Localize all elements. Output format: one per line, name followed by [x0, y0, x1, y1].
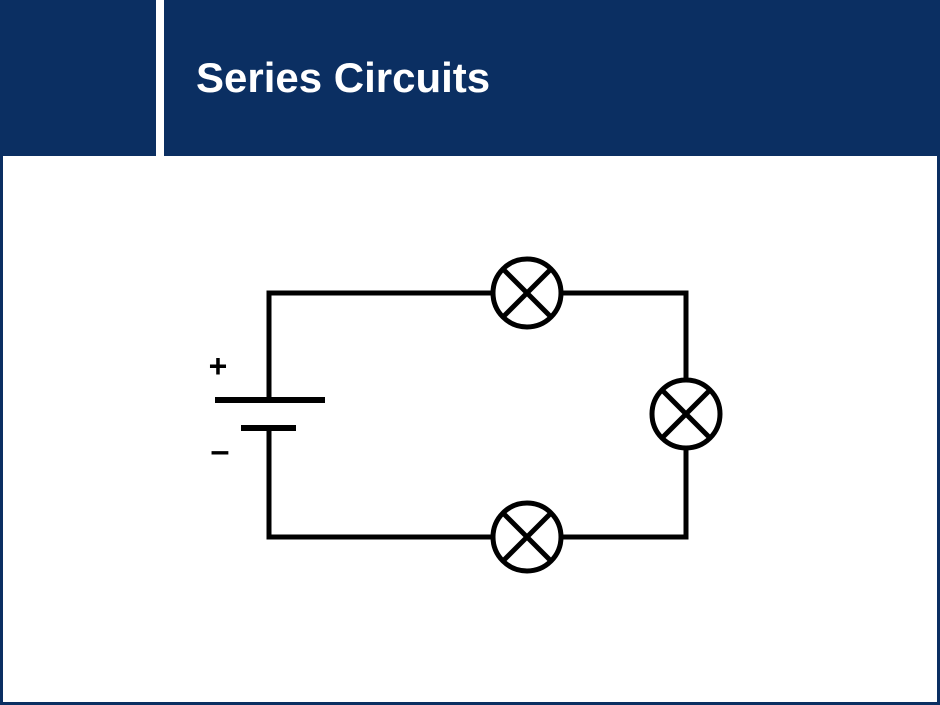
header-bar: Series Circuits	[0, 0, 940, 156]
battery-negative-label: –	[211, 432, 230, 470]
header-left-block	[0, 0, 156, 156]
bulb-bottom-icon	[490, 500, 564, 574]
circuit-wires	[266, 290, 689, 540]
header-title-block	[164, 0, 940, 156]
battery-symbol: + –	[209, 348, 325, 470]
battery-positive-label: +	[209, 348, 228, 384]
content-frame	[0, 156, 940, 705]
bulb-right-icon	[649, 377, 723, 451]
header-divider	[156, 0, 164, 156]
bulb-top-icon	[490, 256, 564, 330]
slide-title: Series Circuits	[196, 54, 491, 101]
